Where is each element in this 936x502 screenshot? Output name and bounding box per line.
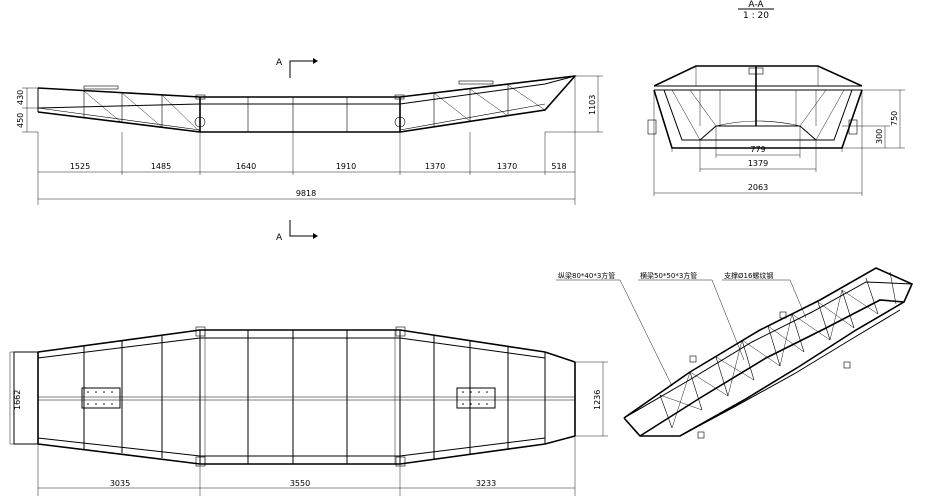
dim-total-height: 750 <box>890 111 899 126</box>
section-marker-letter: A <box>276 58 283 68</box>
dim-segment: 1370 <box>497 162 517 171</box>
dim-plan-segment: 3035 <box>110 479 130 488</box>
dim-plan-height: 1662 <box>13 390 22 410</box>
dim-overall-width: 2063 <box>748 183 768 192</box>
dim-height: 1103 <box>588 95 597 115</box>
plan-view: 1662 1236 3035 3550 3233 <box>9 326 608 496</box>
dim-overall-length: 9818 <box>296 189 316 198</box>
section-view: 779 1379 2063 300 750 <box>647 65 905 196</box>
side-view: 430 450 1103 1525 1485 1640 1910 1370 13… <box>16 75 603 205</box>
dim-mid-width: 1379 <box>748 159 768 168</box>
dim-plan-segment: 3233 <box>476 479 496 488</box>
dim-height: 450 <box>16 113 25 128</box>
dim-segment: 1910 <box>336 162 356 171</box>
dim-segment: 1525 <box>70 162 90 171</box>
dim-height: 430 <box>16 90 25 105</box>
dim-segment: 1485 <box>151 162 171 171</box>
dim-segment: 518 <box>551 162 566 171</box>
dim-plan-segment: 3550 <box>290 479 310 488</box>
section-marker-top: A <box>276 58 318 78</box>
dim-segment: 1640 <box>236 162 256 171</box>
dim-segment: 1370 <box>425 162 445 171</box>
dim-inner-height: 300 <box>875 129 884 144</box>
section-marker-letter: A <box>276 233 283 243</box>
section-title-text: A-A <box>748 0 764 10</box>
section-marker-bottom: A <box>276 220 318 243</box>
dim-inner-width: 779 <box>750 145 765 154</box>
section-title: A-A 1 : 20 <box>738 0 774 21</box>
iso-label-support-rebar: 支撑Ø16螺纹钢 <box>724 271 773 280</box>
dim-plan-height: 1236 <box>593 390 602 410</box>
isometric-view: 纵梁80*40*3方管 横梁50*50*3方管 支撑Ø16螺纹钢 <box>556 267 914 439</box>
iso-label-cross-beam: 横梁50*50*3方管 <box>640 271 697 280</box>
iso-label-longitudinal-beam: 纵梁80*40*3方管 <box>558 271 615 280</box>
section-scale: 1 : 20 <box>743 11 769 21</box>
